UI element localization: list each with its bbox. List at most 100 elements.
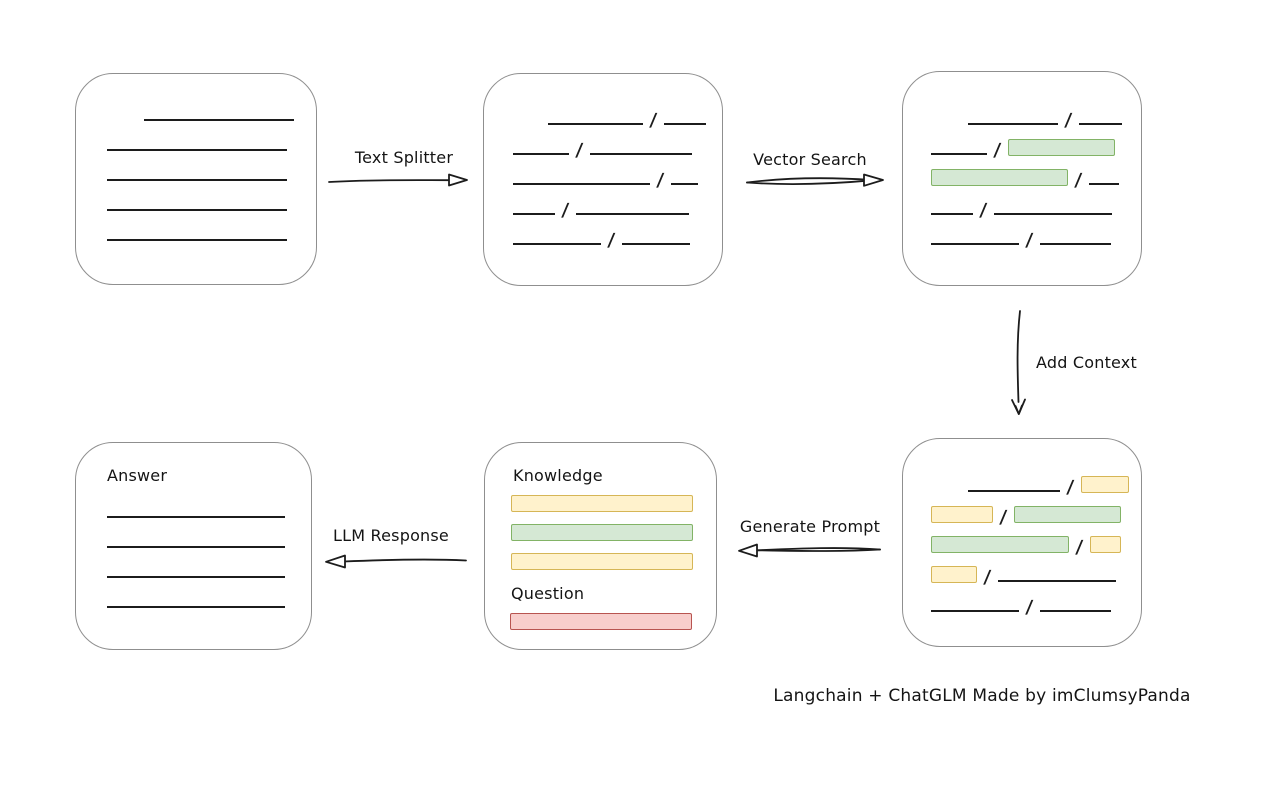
segment-row bbox=[107, 489, 285, 519]
segment-row: / bbox=[513, 96, 706, 131]
segment-row: / bbox=[513, 156, 706, 191]
line-segment bbox=[968, 490, 1060, 492]
segment-row: / bbox=[931, 583, 1129, 618]
segment-row: / bbox=[513, 216, 706, 251]
line-segment bbox=[107, 149, 287, 151]
line-segment bbox=[107, 546, 285, 548]
line-segment bbox=[1078, 123, 1122, 125]
segment-row bbox=[107, 212, 294, 242]
answer-label: Answer bbox=[107, 466, 168, 485]
context-box: ///// bbox=[902, 438, 1142, 647]
yellow-segment bbox=[1080, 476, 1129, 493]
line-segment bbox=[107, 239, 287, 241]
vector-matched-box: / / / / / bbox=[902, 71, 1142, 286]
slash-separator: / bbox=[982, 567, 992, 588]
text-splitter-label: Text Splitter bbox=[354, 148, 454, 167]
line-segment bbox=[144, 119, 294, 121]
segment-row bbox=[107, 122, 294, 152]
green-segment bbox=[931, 536, 1069, 553]
line-segment bbox=[931, 213, 973, 215]
green-segment bbox=[1013, 506, 1121, 523]
slash-separator: / bbox=[1063, 110, 1073, 131]
yellow-segment bbox=[511, 495, 693, 512]
line-segment bbox=[931, 243, 1019, 245]
line-segment bbox=[513, 183, 650, 185]
line-segment bbox=[968, 123, 1058, 125]
chunk-text-lines: / / / / / bbox=[513, 96, 706, 251]
segment-row: / bbox=[931, 493, 1129, 528]
line-segment bbox=[107, 179, 287, 181]
line-segment bbox=[107, 576, 285, 578]
segment-row: / bbox=[931, 96, 1122, 131]
llm-response-label: LLM Response bbox=[333, 526, 449, 545]
slash-separator: / bbox=[992, 140, 1002, 161]
generate-prompt-arrow bbox=[738, 543, 881, 558]
document-box bbox=[75, 73, 317, 285]
question-label: Question bbox=[511, 584, 585, 603]
slash-separator: / bbox=[648, 110, 658, 131]
line-segment bbox=[513, 213, 555, 215]
credit-caption: Langchain + ChatGLM Made by imClumsyPand… bbox=[773, 686, 1191, 706]
green-segment bbox=[1007, 139, 1115, 156]
segment-row bbox=[511, 495, 693, 512]
segment-row: / bbox=[931, 156, 1122, 191]
segment-row: / bbox=[931, 523, 1129, 558]
segment-row bbox=[510, 613, 692, 630]
line-segment bbox=[621, 243, 690, 245]
knowledge-label: Knowledge bbox=[513, 466, 603, 485]
slash-separator: / bbox=[655, 170, 665, 191]
prompt-box: Knowledge Question bbox=[484, 442, 717, 650]
segment-row: / bbox=[513, 186, 706, 221]
yellow-segment bbox=[931, 506, 993, 523]
slash-separator: / bbox=[560, 200, 570, 221]
context-text-lines: ///// bbox=[931, 463, 1129, 618]
line-segment bbox=[931, 153, 987, 155]
segment-row: / bbox=[931, 126, 1122, 161]
slash-separator: / bbox=[978, 200, 988, 221]
segment-row: / bbox=[513, 126, 706, 161]
green-segment bbox=[931, 169, 1068, 186]
segment-row: / bbox=[931, 186, 1122, 221]
line-segment bbox=[107, 209, 287, 211]
generate-prompt-label: Generate Prompt bbox=[739, 517, 881, 536]
segment-row bbox=[107, 182, 294, 212]
slash-separator: / bbox=[1024, 230, 1034, 251]
add-context-arrow bbox=[1011, 310, 1026, 415]
knowledge-bars bbox=[511, 495, 693, 570]
yellow-segment bbox=[511, 553, 693, 570]
red-segment bbox=[510, 613, 692, 630]
line-segment bbox=[663, 123, 706, 125]
document-text-lines bbox=[107, 92, 294, 242]
split-chunks-box: / / / / / bbox=[483, 73, 723, 286]
line-segment bbox=[513, 153, 569, 155]
line-segment bbox=[931, 610, 1019, 612]
segment-row bbox=[511, 553, 693, 570]
add-context-label: Add Context bbox=[1036, 353, 1137, 372]
line-segment bbox=[1039, 243, 1111, 245]
segment-row: / bbox=[931, 553, 1129, 588]
line-segment bbox=[575, 213, 689, 215]
llm-response-arrow bbox=[325, 554, 467, 569]
slash-separator: / bbox=[1065, 477, 1075, 498]
line-segment bbox=[548, 123, 643, 125]
segment-row: / bbox=[931, 463, 1129, 498]
slash-separator: / bbox=[606, 230, 616, 251]
slash-separator: / bbox=[998, 507, 1008, 528]
segment-row bbox=[511, 524, 693, 541]
line-segment bbox=[993, 213, 1112, 215]
line-segment bbox=[107, 606, 285, 608]
line-segment bbox=[513, 243, 601, 245]
text-splitter-arrow bbox=[328, 173, 468, 187]
segment-row bbox=[107, 549, 285, 579]
green-segment bbox=[511, 524, 693, 541]
slash-separator: / bbox=[574, 140, 584, 161]
slash-separator: / bbox=[1073, 170, 1083, 191]
line-segment bbox=[1088, 183, 1119, 185]
segment-row: / bbox=[931, 216, 1122, 251]
answer-text-lines bbox=[107, 489, 285, 609]
vector-search-label: Vector Search bbox=[753, 150, 867, 169]
yellow-segment bbox=[931, 566, 977, 583]
answer-box: Answer bbox=[75, 442, 312, 650]
question-bar bbox=[510, 613, 692, 630]
